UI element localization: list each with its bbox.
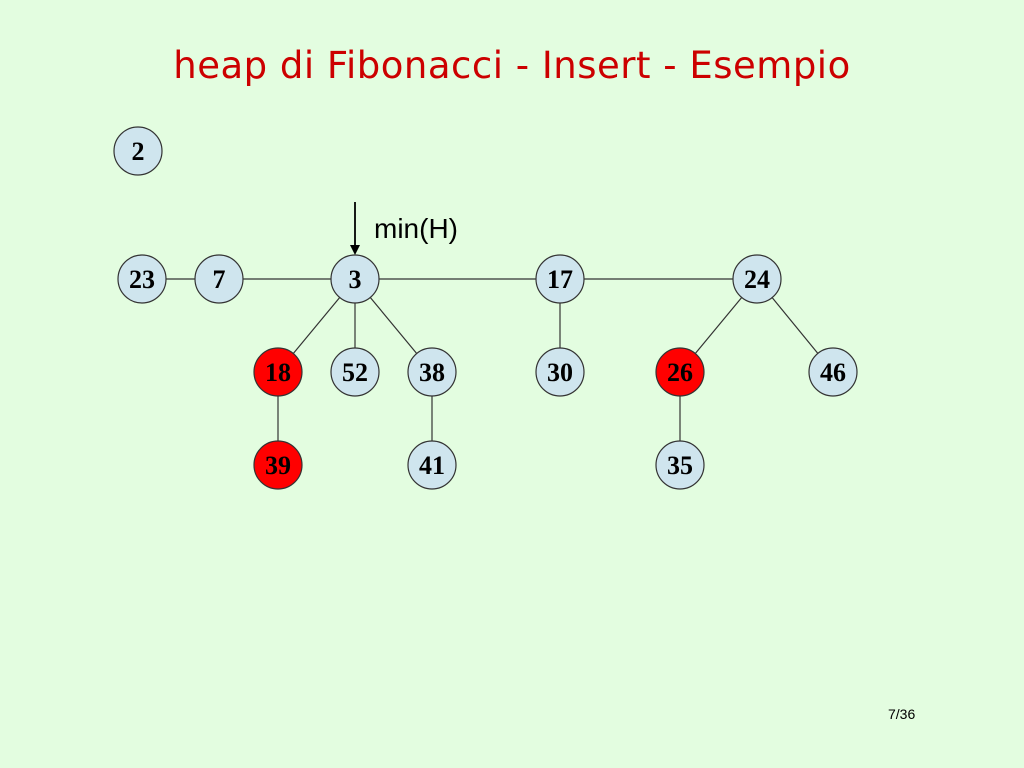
child-edge-24-26	[694, 297, 743, 354]
heap-node-3: 3	[330, 254, 380, 304]
heap-node-2: 2	[113, 126, 163, 176]
heap-node-41: 41	[407, 440, 457, 490]
heap-node-23: 23	[117, 254, 167, 304]
node-circle	[655, 440, 705, 490]
child-edge-24-46	[771, 297, 819, 354]
node-key-label: 38	[419, 358, 445, 387]
heap-node-39: 39	[253, 440, 303, 490]
node-key-label: 24	[744, 265, 770, 294]
heap-node-24: 24	[732, 254, 782, 304]
node-key-label: 17	[547, 265, 573, 294]
node-key-label: 2	[132, 137, 145, 166]
node-key-label: 7	[213, 265, 226, 294]
child-edge-3-38	[369, 297, 418, 354]
node-circle	[113, 126, 163, 176]
heap-node-52: 52	[330, 347, 380, 397]
page-number: 7/36	[888, 706, 916, 722]
node-key-label: 23	[129, 265, 155, 294]
node-circle	[407, 347, 457, 397]
node-key-label: 3	[349, 265, 362, 294]
node-key-label: 52	[342, 358, 368, 387]
heap-node-46: 46	[808, 347, 858, 397]
min-pointer-label: min(H)	[374, 213, 458, 244]
heap-node-18: 18	[253, 347, 303, 397]
marked-node-circle	[655, 347, 705, 397]
heap-node-7: 7	[194, 254, 244, 304]
node-key-label: 30	[547, 358, 573, 387]
node-circle	[194, 254, 244, 304]
node-circle	[407, 440, 457, 490]
heap-node-17: 17	[535, 254, 585, 304]
node-key-label: 18	[265, 358, 291, 387]
node-circle	[535, 254, 585, 304]
marked-node-circle	[253, 440, 303, 490]
node-key-label: 35	[667, 451, 693, 480]
edges	[166, 278, 819, 441]
nodes: 2 23 7 3 17 24 18 52 38 30 26 46 39 41 35	[113, 126, 858, 490]
node-circle	[330, 254, 380, 304]
node-circle	[117, 254, 167, 304]
node-key-label: 39	[265, 451, 291, 480]
heap-node-38: 38	[407, 347, 457, 397]
node-circle	[808, 347, 858, 397]
node-key-label: 26	[667, 358, 693, 387]
node-key-label: 41	[419, 451, 445, 480]
heap-node-35: 35	[655, 440, 705, 490]
node-circle	[330, 347, 380, 397]
slide-title: heap di Fibonacci - Insert - Esempio	[173, 44, 851, 87]
node-circle	[732, 254, 782, 304]
node-circle	[535, 347, 585, 397]
heap-node-26: 26	[655, 347, 705, 397]
marked-node-circle	[253, 347, 303, 397]
heap-node-30: 30	[535, 347, 585, 397]
child-edge-3-18	[292, 297, 341, 354]
min-pointer: min(H)	[350, 202, 458, 255]
node-key-label: 46	[820, 358, 846, 387]
